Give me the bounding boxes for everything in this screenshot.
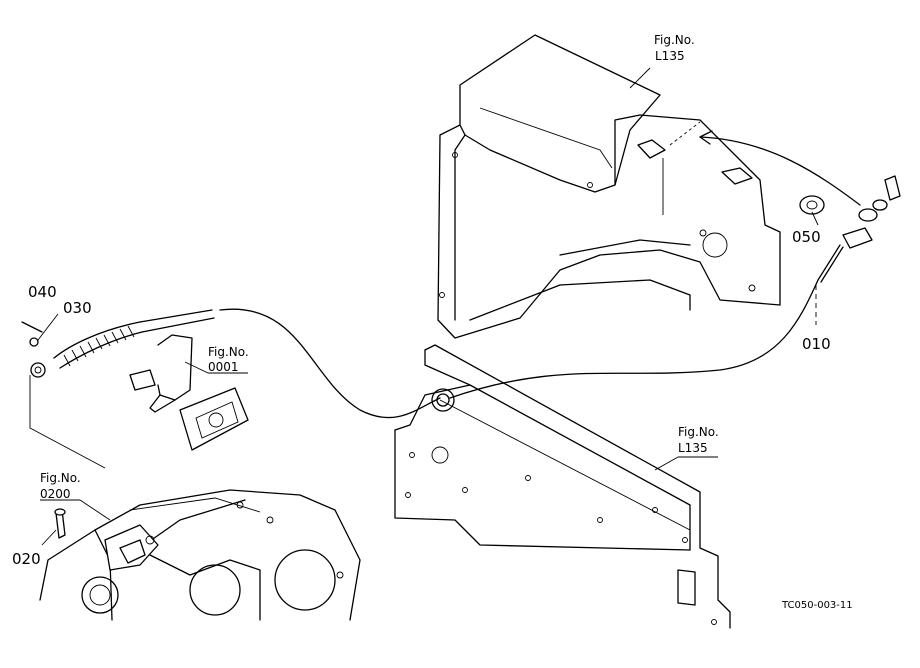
fig-ref-line1: Fig.No. [654, 33, 695, 47]
fig-ref-top-panel: Fig.No. L135 [654, 33, 695, 63]
fig-ref-line1: Fig.No. [40, 471, 81, 485]
cable-assembly [21, 130, 901, 419]
drawing-code: TC050-003-11 [781, 600, 853, 611]
part-number-010: 010 [802, 335, 831, 353]
fig-ref-line2: 0200 [40, 487, 71, 501]
upper-panel [437, 34, 781, 339]
part-number-030: 030 [63, 299, 92, 317]
lower-panel [394, 344, 731, 629]
fig-ref-line2: L135 [655, 49, 685, 63]
part-number-040: 040 [28, 283, 57, 301]
part-number-020: 020 [12, 550, 41, 568]
fig-ref-bracket: Fig.No. 0001 [208, 345, 249, 374]
part-number-050: 050 [792, 228, 821, 246]
fig-ref-bottom-panel: Fig.No. L135 [678, 425, 719, 455]
fig-ref-line2: L135 [678, 441, 708, 455]
fig-ref-engine: Fig.No. 0200 [40, 471, 81, 501]
bracket [129, 334, 249, 451]
leader-lines [29, 67, 819, 546]
fig-ref-line2: 0001 [208, 360, 239, 374]
fig-ref-line1: Fig.No. [678, 425, 719, 439]
engine-block [39, 489, 361, 621]
fig-ref-line1: Fig.No. [208, 345, 249, 359]
